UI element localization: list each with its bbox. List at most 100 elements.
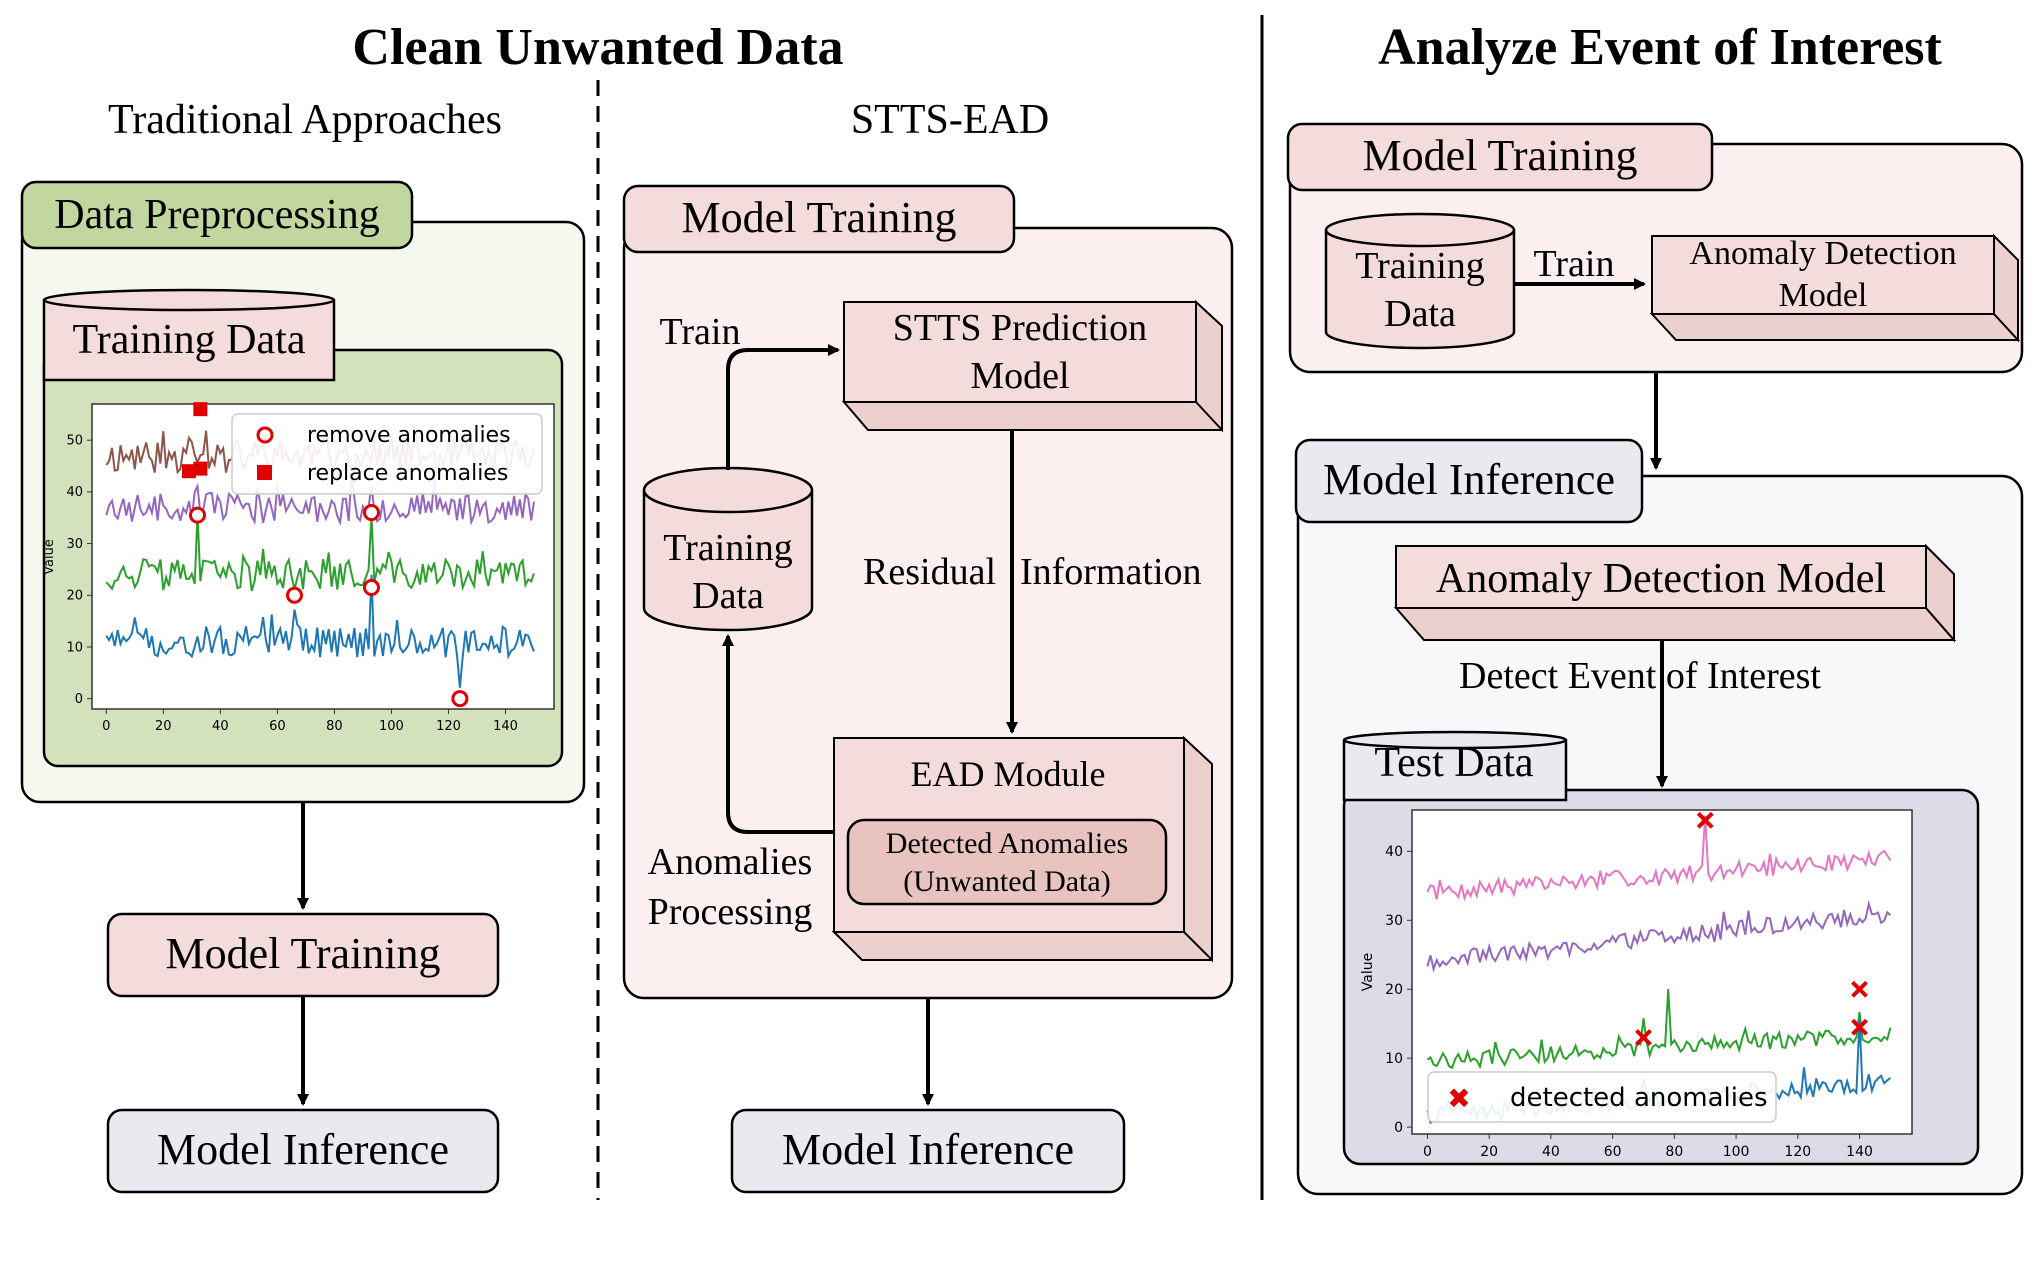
remove-anomaly-marker	[362, 504, 380, 522]
chart2-xtick-label: 80	[1665, 1144, 1683, 1160]
right-section-title: Analyze Event of Interest	[1378, 19, 1942, 76]
remove-anomaly-marker	[189, 506, 207, 524]
analyze-training-data-line2: Data	[1384, 293, 1456, 335]
chart1-series-line	[105, 574, 535, 688]
legend-remove-marker	[256, 426, 274, 444]
chart2-xtick-label: 140	[1846, 1144, 1873, 1160]
left-section-title: Clean Unwanted Data	[352, 19, 843, 76]
legend-detected-label: detected anomalies	[1510, 1083, 1768, 1113]
stts-prediction-model-box: STTS Prediction Model	[841, 299, 1223, 433]
traditional-subtitle: Traditional Approaches	[108, 97, 502, 143]
analyze-model-inference-label: Model Inference	[1323, 455, 1615, 504]
chart2-ytick-label: 10	[1385, 1051, 1403, 1067]
chart2-xtick-label: 40	[1542, 1144, 1560, 1160]
detected-anomalies-box	[846, 818, 1168, 906]
detected-anomalies-line1: Detected Anomalies	[886, 827, 1128, 860]
arrow-ead-to-data	[722, 634, 834, 834]
stts-model-inference-label: Model Inference	[782, 1125, 1074, 1174]
chart2-xtick-label: 20	[1480, 1144, 1498, 1160]
chart1-xtick-label: 140	[493, 719, 518, 734]
legend-replace-label: replace anomalies	[307, 461, 508, 486]
chart2-xtick-label: 100	[1723, 1144, 1750, 1160]
chart1-ytick-label: 0	[75, 692, 83, 707]
chart1-xtick-label: 0	[102, 719, 110, 734]
chart1-xtick-label: 60	[269, 719, 286, 734]
training-data-label: Training Data	[73, 317, 306, 363]
chart1-xtick-label: 20	[155, 719, 172, 734]
stts-training-data-line1: Training	[663, 527, 793, 569]
traditional-model-inference-box: Model Inference	[106, 1108, 500, 1194]
anomaly-detection-model-small-line1: Anomaly Detection	[1689, 235, 1956, 272]
preprocessing-chart: 0 20 40 60 80 100 120 140 0 10 20 30 40 50 Value remo…	[42, 402, 555, 734]
chart2-xtick-label: 120	[1784, 1144, 1811, 1160]
chart2-ytick-label: 40	[1385, 844, 1403, 860]
legend-remove-label: remove anomalies	[307, 423, 511, 448]
traditional-model-inference-label: Model Inference	[157, 1125, 449, 1174]
detected-anomaly-marker	[1851, 980, 1868, 998]
legend-detected-marker: ✖	[1447, 1082, 1470, 1115]
remove-anomaly-marker	[362, 579, 380, 597]
chart1-xtick-label: 120	[436, 719, 461, 734]
chart1-xtick-label: 80	[326, 719, 343, 734]
analyze-training-data-cylinder: Training Data	[1324, 212, 1516, 350]
detected-anomaly-marker	[1851, 1018, 1868, 1036]
chart2-ylabel: Value	[1360, 953, 1376, 991]
chart2-series-line	[1426, 815, 1892, 902]
chart2-ytick-label: 0	[1394, 1120, 1403, 1136]
chart2-legend: ✖ detected anomalies	[1427, 1071, 1777, 1123]
chart2-series-line	[1426, 900, 1892, 973]
chart1-ytick-label: 10	[66, 640, 83, 655]
test-chart: 0 20 40 60 80 100 120 140 0 10 20 30 40 Value ✖ dete…	[1360, 809, 1913, 1160]
chart1-ytick-label: 30	[66, 537, 83, 552]
stts-training-data-cylinder: Training Data	[642, 466, 814, 632]
chart1-ytick-label: 20	[66, 589, 83, 604]
ead-module-label: EAD Module	[911, 754, 1106, 794]
chart1-ytick-label: 50	[66, 434, 83, 449]
anomalies-processing-line1: Anomalies	[648, 841, 813, 883]
remove-anomaly-marker	[451, 690, 469, 708]
stts-prediction-model-line2: Model	[970, 355, 1069, 397]
traditional-model-training-box: Model Training	[106, 912, 500, 998]
chart1-xtick-label: 100	[379, 719, 404, 734]
test-data-label: Test Data	[1374, 740, 1534, 786]
information-label: Information	[1020, 551, 1202, 593]
stts-prediction-model-line1: STTS Prediction	[893, 307, 1147, 349]
replace-anomaly-marker	[193, 461, 208, 476]
anomaly-detection-model-small: Anomaly Detection Model	[1649, 233, 2021, 343]
chart1-series-line	[105, 473, 535, 527]
anomaly-detection-model-large: Anomaly Detection Model	[1393, 543, 1957, 643]
chart2-xtick-label: 60	[1604, 1144, 1622, 1160]
detected-anomalies-line2: (Unwanted Data)	[903, 865, 1110, 898]
traditional-model-training-label: Model Training	[165, 929, 440, 978]
detected-anomaly-marker	[1696, 811, 1714, 829]
analyze-train-label: Train	[1534, 243, 1615, 285]
replace-anomaly-marker	[193, 402, 208, 417]
replace-anomaly-marker	[181, 464, 196, 479]
arrow-data-to-prediction	[726, 344, 840, 470]
chart1-ylabel: Value	[42, 539, 57, 575]
remove-anomaly-marker	[285, 586, 303, 604]
data-preprocessing-label: Data Preprocessing	[54, 192, 379, 238]
anomalies-processing-line2: Processing	[648, 891, 813, 933]
chart2-ytick-label: 20	[1385, 982, 1403, 998]
chart1-ytick-label: 40	[66, 485, 83, 500]
chart1-legend: remove anomalies replace anomalies	[231, 413, 543, 495]
stts-train-label: Train	[660, 311, 741, 353]
analyze-training-data-line1: Training	[1355, 245, 1485, 287]
stts-model-training-label: Model Training	[681, 193, 956, 242]
anomaly-detection-model-small-line2: Model	[1779, 277, 1868, 314]
analyze-model-training-label: Model Training	[1362, 131, 1637, 180]
chart2-xtick-label: 0	[1423, 1144, 1432, 1160]
stts-training-data-line2: Data	[692, 575, 764, 617]
chart2-series-line	[1426, 989, 1892, 1070]
anomaly-detection-model-large-label: Anomaly Detection Model	[1436, 556, 1886, 602]
stts-subtitle: STTS-EAD	[851, 97, 1049, 143]
ead-module-box: EAD Module Detected Anomalies (Unwanted …	[831, 735, 1213, 963]
chart1-series-line	[105, 513, 535, 592]
residual-label: Residual	[863, 551, 996, 593]
chart2-ytick-label: 30	[1385, 913, 1403, 929]
stts-model-inference-box: Model Inference	[730, 1108, 1126, 1194]
detect-event-label: Detect Event of Interest	[1459, 655, 1821, 697]
chart1-xtick-label: 40	[212, 719, 229, 734]
